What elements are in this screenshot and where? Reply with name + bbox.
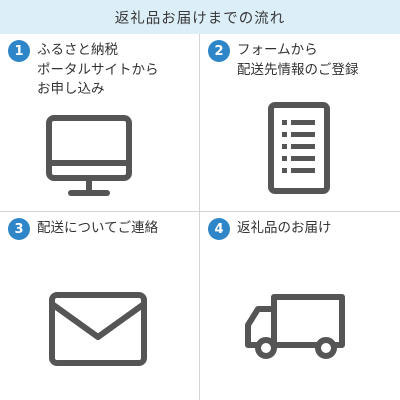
step-1-label: ふるさと納税 ポータルサイトから お申し込み [37,42,159,97]
step-1-heading: 1 ふるさと納税 ポータルサイトから お申し込み [8,40,197,100]
step-3-panel: 3 配送についてご連絡 [0,213,199,389]
step-1-panel: 1 ふるさと納税 ポータルサイトから お申し込み [0,35,199,211]
delivery-truck-icon [245,294,345,359]
step-4-panel: 4 返礼品のお届け [200,213,399,389]
monitor-icon [46,115,132,196]
step-4-heading: 4 返礼品のお届け [208,218,397,240]
step-2-number-badge: 2 [208,40,230,62]
horizontal-divider [0,211,400,212]
step-3-label: 配送についてご連絡 [37,220,159,236]
form-document-icon [268,102,330,194]
step-3-heading: 3 配送についてご連絡 [8,218,197,240]
step-4-label: 返礼品のお届け [237,220,332,236]
vertical-divider [199,34,200,400]
step-2-label: フォームから 配送先情報のご登録 [237,42,359,78]
page-title: 返礼品お届けまでの流れ [114,10,286,27]
step-3-number-badge: 3 [8,218,30,240]
envelope-icon [49,292,147,366]
step-1-number-badge: 1 [8,40,30,62]
step-2-heading: 2 フォームから 配送先情報のご登録 [208,40,397,80]
step-2-panel: 2 フォームから 配送先情報のご登録 [200,35,399,211]
step-4-number-badge: 4 [208,218,230,240]
page-header: 返礼品お届けまでの流れ [0,0,400,34]
